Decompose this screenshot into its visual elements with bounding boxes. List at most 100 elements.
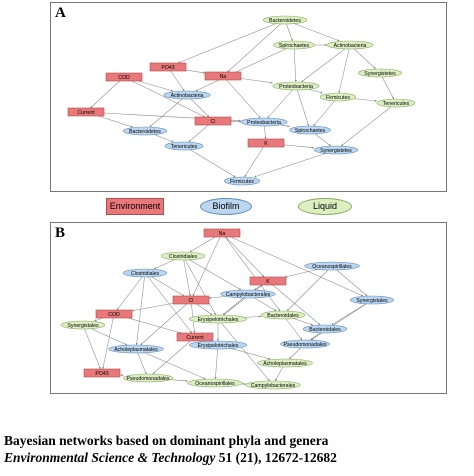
edge-b8-b17 [310, 299, 373, 341]
edge-a11-a15 [149, 94, 188, 128]
node-shape [304, 261, 360, 271]
network-graph-b: NaClostridialesClostridialesOceanospiril… [60, 228, 395, 390]
node-label: Synergistetes [364, 71, 396, 77]
node-shape [83, 368, 121, 378]
node-biofilm-bacteroidales: Bacteroidales [302, 324, 348, 334]
node-shape [176, 332, 214, 342]
node-shape [60, 320, 106, 330]
edge-a3-a9 [338, 44, 351, 94]
caption-journal: Environmental Science & Technology [4, 450, 216, 465]
edge-a8-a16 [295, 85, 310, 127]
node-environment-cl: Cl [194, 116, 232, 126]
node-biofilm-synergistetes: Synergistetes [313, 145, 359, 155]
node-biofilm-oceanospirillales: Oceanospirillales [304, 261, 360, 271]
node-biofilm-firmicutes: Firmicutes [223, 176, 261, 186]
node-shape [160, 251, 206, 261]
node-environment-na: Na [203, 228, 241, 238]
node-label: Bacteroidales [267, 313, 299, 319]
node-label: Acholeplasmatales [263, 361, 307, 367]
node-liquid-oceanospirillales: Oceanospirillales [187, 378, 243, 388]
node-liquid-erysipelotrichales: Erysipelotrichales [188, 314, 248, 324]
edge-a1-a5 [177, 19, 286, 64]
node-label: PO43 [95, 371, 108, 377]
node-shape [313, 145, 359, 155]
node-environment-cod: COD [95, 309, 133, 319]
node-shape [376, 98, 416, 108]
node-liquid-actinobacteria: Actinobacteria [326, 40, 374, 50]
edge-a4-a10 [379, 72, 395, 100]
node-environment-k: K [249, 276, 287, 286]
edge-b16-b21 [135, 348, 206, 380]
caption-citation: 51 (21), 12672-12682 [215, 450, 337, 465]
edge-b3-b9 [116, 272, 146, 311]
node-shape [249, 276, 287, 286]
node-shape [319, 92, 357, 102]
node-shape [272, 81, 320, 91]
node-label: Proteobacteria [279, 84, 313, 90]
edge-b1-b5 [221, 232, 265, 278]
node-environment-po43: PO43 [149, 62, 187, 72]
node-label: Tenericutes [171, 144, 198, 150]
edge-b2-b6 [182, 255, 242, 291]
node-label: Clostridiales [131, 271, 160, 277]
node-label: Oceanospirillales [195, 381, 235, 387]
edge-b4-b11 [286, 265, 333, 312]
node-liquid-clostridiales: Clostridiales [160, 251, 206, 261]
node-shape [357, 68, 403, 78]
edge-b12-b19 [82, 324, 101, 370]
edge-b7-b14 [190, 299, 196, 334]
edge-a3-a8 [301, 44, 351, 83]
legend-environment: Environment [106, 198, 164, 215]
node-shape [108, 344, 164, 354]
edge-a7-a14 [222, 75, 261, 119]
node-label: Firmicutes [230, 179, 254, 185]
edge-a8-a14 [267, 85, 297, 119]
node-environment-cl: Cl [172, 295, 210, 305]
node-label: Synergistales [356, 298, 388, 304]
edge-b5-b13 [267, 280, 321, 326]
node-biofilm-pseudomonadales: Pseudomonadales [280, 339, 330, 349]
edge-b2-b10 [182, 255, 217, 316]
node-shape [149, 62, 187, 72]
node-liquid-spirochaetes: Spirochaetes [273, 40, 315, 50]
node-label: Synergistetes [320, 148, 352, 154]
edge-b1-b7 [192, 232, 223, 297]
node-label: Na [219, 231, 226, 237]
edge-a19-a20 [253, 149, 337, 178]
node-biofilm-synergistales: Synergistales [349, 295, 395, 305]
edge-layer [82, 232, 373, 386]
node-label: Campylobacterales [226, 292, 271, 298]
node-liquid-campylobacterales: Campylobacterales [245, 380, 301, 390]
node-shape [280, 339, 330, 349]
edge-a1-a7 [227, 19, 286, 73]
caption: Bayesian networks based on dominant phyl… [4, 432, 470, 466]
node-shape [262, 15, 308, 25]
node-label: Spirochaetes [295, 128, 326, 134]
node-shape [220, 289, 276, 299]
edge-b10-b22 [217, 318, 270, 382]
node-biofilm-acholeplasmatales: Acholeplasmatales [108, 344, 164, 354]
node-shape [223, 176, 261, 186]
node-liquid-bacteroidales: Bacteroidales [260, 310, 306, 320]
node-biofilm-proteobacteria: Proteobacteria [240, 117, 288, 127]
node-liquid-acholeplasmatales: Acholeplasmatales [257, 358, 313, 368]
node-environment-current: Current [67, 107, 105, 117]
node-label: COD [118, 75, 130, 81]
node-label: Tenericutes [383, 101, 410, 107]
edge-b15-b21 [214, 344, 219, 380]
node-shape [326, 40, 374, 50]
node-liquid-firmicutes: Firmicutes [319, 92, 357, 102]
edge-a2-a11 [195, 44, 295, 92]
node-shape [172, 295, 210, 305]
node-label: Pseudomonadales [284, 342, 327, 348]
node-shape [203, 228, 241, 238]
node-label: Firmicutes [326, 95, 350, 101]
node-environment-cod: COD [105, 72, 143, 82]
node-label: Spirochaetes [279, 43, 310, 49]
node-shape [194, 116, 232, 126]
node-environment-na: Na [204, 71, 242, 81]
node-label: Bacteroidetes [129, 129, 161, 135]
